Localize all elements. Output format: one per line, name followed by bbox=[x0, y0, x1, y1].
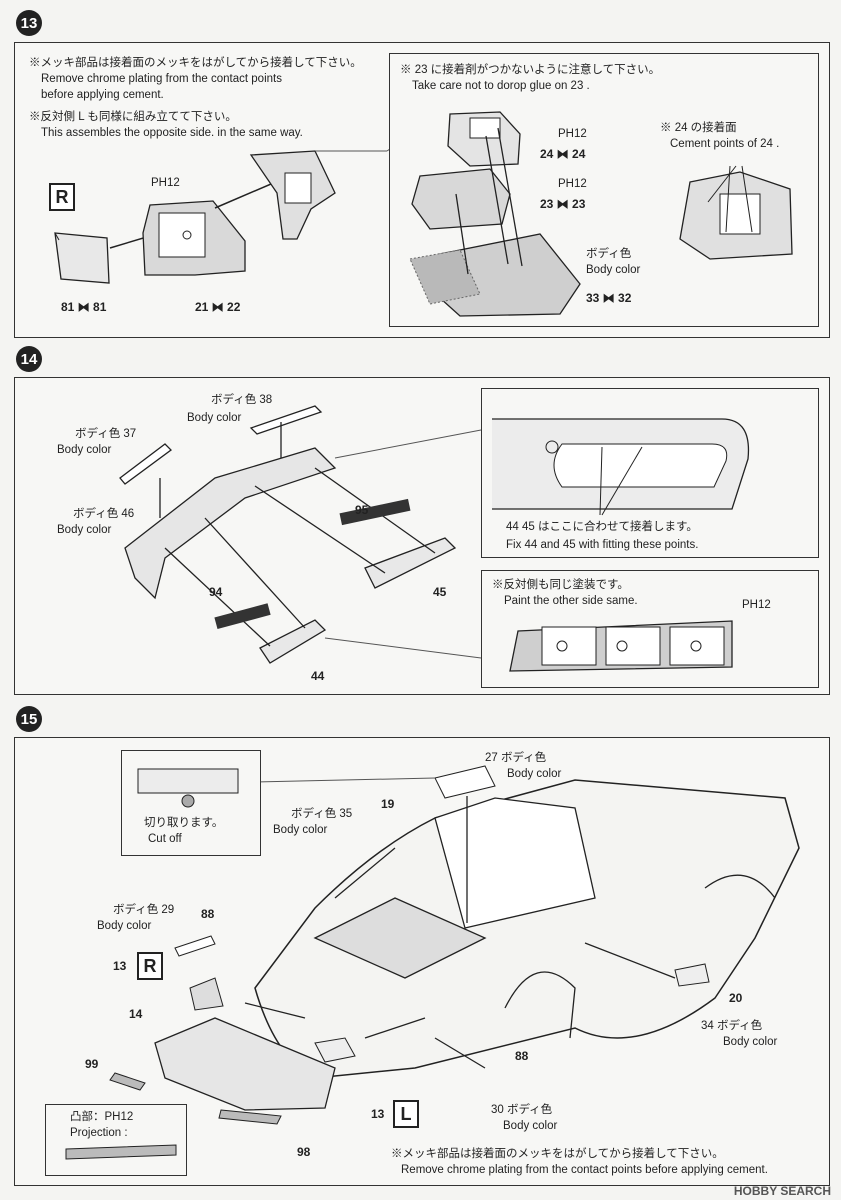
part-46-label-en: Body color bbox=[57, 524, 112, 536]
cut-off-en: Cut off bbox=[148, 833, 182, 845]
part-27-label-jp: 27 ボディ色 bbox=[485, 752, 547, 764]
fit-note-en: Fix 44 and 45 with fitting these points. bbox=[506, 539, 699, 551]
footer-note-jp: ※メッキ部品は接着面のメッキをはがしてから接着して下さい。 bbox=[391, 1148, 724, 1160]
step-14-panel: ボディ色 38 Body color ボディ色 37 Body color ボデ… bbox=[14, 377, 830, 695]
projection-detail-box: 凸部：PH12 Projection : bbox=[45, 1104, 187, 1176]
part-27-label-en: Body color bbox=[507, 768, 562, 780]
part-19-label: 19 bbox=[381, 797, 395, 811]
glue-note-en: Take care not to dorop glue on 23 . bbox=[412, 80, 590, 92]
paint-code-24: PH12 bbox=[558, 128, 587, 140]
cement-points-en: Cement points of 24 . bbox=[670, 138, 780, 150]
step-13-detail-illustration bbox=[409, 111, 793, 317]
paint-code-label: PH12 bbox=[742, 599, 771, 611]
step-13-detail-box: ※ 23 に接着剤がつかないように注意して下さい。 Take care not … bbox=[389, 53, 819, 327]
paint-detail-illustration bbox=[509, 620, 733, 672]
step-15-panel: 切り取ります。 Cut off 27 ボディ色 Body color ボディ色 … bbox=[14, 737, 830, 1186]
part-29-label-en: Body color bbox=[97, 920, 152, 932]
chrome-note-en-2: before applying cement. bbox=[41, 89, 164, 101]
part-30-label-en: Body color bbox=[503, 1120, 558, 1132]
step-15-illustration bbox=[109, 765, 800, 1125]
step-14-fit-detail-box: 44 45 はここに合わせて接着します。 Fix 44 and 45 with … bbox=[481, 388, 819, 558]
part-20-label: 20 bbox=[729, 991, 743, 1005]
opposite-note-jp: ※反対側 L も同様に組み立てて下さい。 bbox=[29, 111, 237, 123]
cut-off-jp: 切り取ります。 bbox=[144, 817, 224, 829]
part-37-label-jp: ボディ色 37 bbox=[75, 428, 137, 440]
ref-step-14: 14 bbox=[129, 1007, 143, 1021]
part-98-label: 98 bbox=[297, 1145, 311, 1159]
glue-note-jp: ※ 23 に接着剤がつかないように注意して下さい。 bbox=[400, 64, 661, 76]
part-38-label-en: Body color bbox=[187, 412, 242, 424]
cut-off-detail-box: 切り取ります。 Cut off bbox=[121, 750, 261, 856]
paint-note-jp: ※反対側も同じ塗装です。 bbox=[492, 579, 629, 591]
step-13-panel: ※メッキ部品は接着面のメッキをはがしてから接着して下さい。 Remove chr… bbox=[14, 42, 830, 338]
chrome-note-jp: ※メッキ部品は接着面のメッキをはがしてから接着して下さい。 bbox=[29, 57, 362, 69]
part-21-22-pair: 21 ⧓ 22 bbox=[195, 300, 241, 314]
side-r-badge: R bbox=[49, 183, 75, 211]
cement-points-jp: ※ 24 の接着面 bbox=[660, 122, 737, 134]
part-35-label-jp: ボディ色 35 bbox=[291, 808, 353, 820]
part-88-label-a: 88 bbox=[201, 907, 215, 921]
part-99-label: 99 bbox=[85, 1057, 99, 1071]
part-44-label: 44 bbox=[311, 669, 325, 683]
part-46-label-jp: ボディ色 46 bbox=[73, 508, 135, 520]
part-23-pair: 23 ⧓ 23 bbox=[540, 197, 586, 211]
fit-note-jp: 44 45 はここに合わせて接着します。 bbox=[506, 521, 698, 533]
footer-note-en: Remove chrome plating from the contact p… bbox=[401, 1164, 768, 1176]
part-34-label-en: Body color bbox=[723, 1036, 778, 1048]
projection-en: Projection : bbox=[70, 1127, 128, 1139]
part-34-label-jp: 34 ボディ色 bbox=[701, 1020, 763, 1032]
step-14-number: 14 bbox=[16, 346, 42, 372]
part-81-pair: 81 ⧓ 81 bbox=[61, 300, 107, 314]
projection-illustration bbox=[65, 1144, 177, 1160]
paint-note-en: Paint the other side same. bbox=[504, 595, 638, 607]
ref-step-13-l: 13 bbox=[371, 1107, 385, 1121]
part-30-label-jp: 30 ボディ色 bbox=[491, 1104, 553, 1116]
part-45-label: 45 bbox=[433, 585, 447, 599]
ref-step-13-r: 13 bbox=[113, 959, 127, 973]
projection-jp: 凸部：PH12 bbox=[70, 1111, 134, 1123]
part-95-label: 95 bbox=[355, 503, 369, 517]
step-13-number: 13 bbox=[16, 10, 42, 36]
part-94-label: 94 bbox=[209, 585, 223, 599]
watermark: HOBBY SEARCH bbox=[733, 1184, 831, 1198]
step-13-illustration bbox=[54, 117, 436, 284]
part-24-pair: 24 ⧓ 24 bbox=[540, 147, 586, 161]
part-35-label-en: Body color bbox=[273, 824, 328, 836]
paint-code-label: PH12 bbox=[151, 177, 180, 189]
side-r-badge: R bbox=[137, 952, 163, 980]
body-color-en: Body color bbox=[586, 264, 641, 276]
cut-off-illustration bbox=[137, 768, 239, 808]
step-14-paint-detail-box: ※反対側も同じ塗装です。 Paint the other side same. … bbox=[481, 570, 819, 688]
part-88-label-b: 88 bbox=[515, 1049, 529, 1063]
part-33-32-pair: 33 ⧓ 32 bbox=[586, 291, 632, 305]
paint-code-23: PH12 bbox=[558, 178, 587, 190]
opposite-note-en: This assembles the opposite side. in the… bbox=[41, 127, 303, 139]
part-29-label-jp: ボディ色 29 bbox=[113, 904, 175, 916]
part-38-label-jp: ボディ色 38 bbox=[211, 394, 273, 406]
fit-detail-illustration bbox=[492, 418, 750, 516]
part-37-label-en: Body color bbox=[57, 444, 112, 456]
step-14-illustration bbox=[119, 405, 482, 664]
side-l-badge: L bbox=[393, 1100, 419, 1128]
step-15-number: 15 bbox=[16, 706, 42, 732]
chrome-note-en-1: Remove chrome plating from the contact p… bbox=[41, 73, 282, 85]
body-color-jp: ボディ色 bbox=[586, 248, 632, 260]
